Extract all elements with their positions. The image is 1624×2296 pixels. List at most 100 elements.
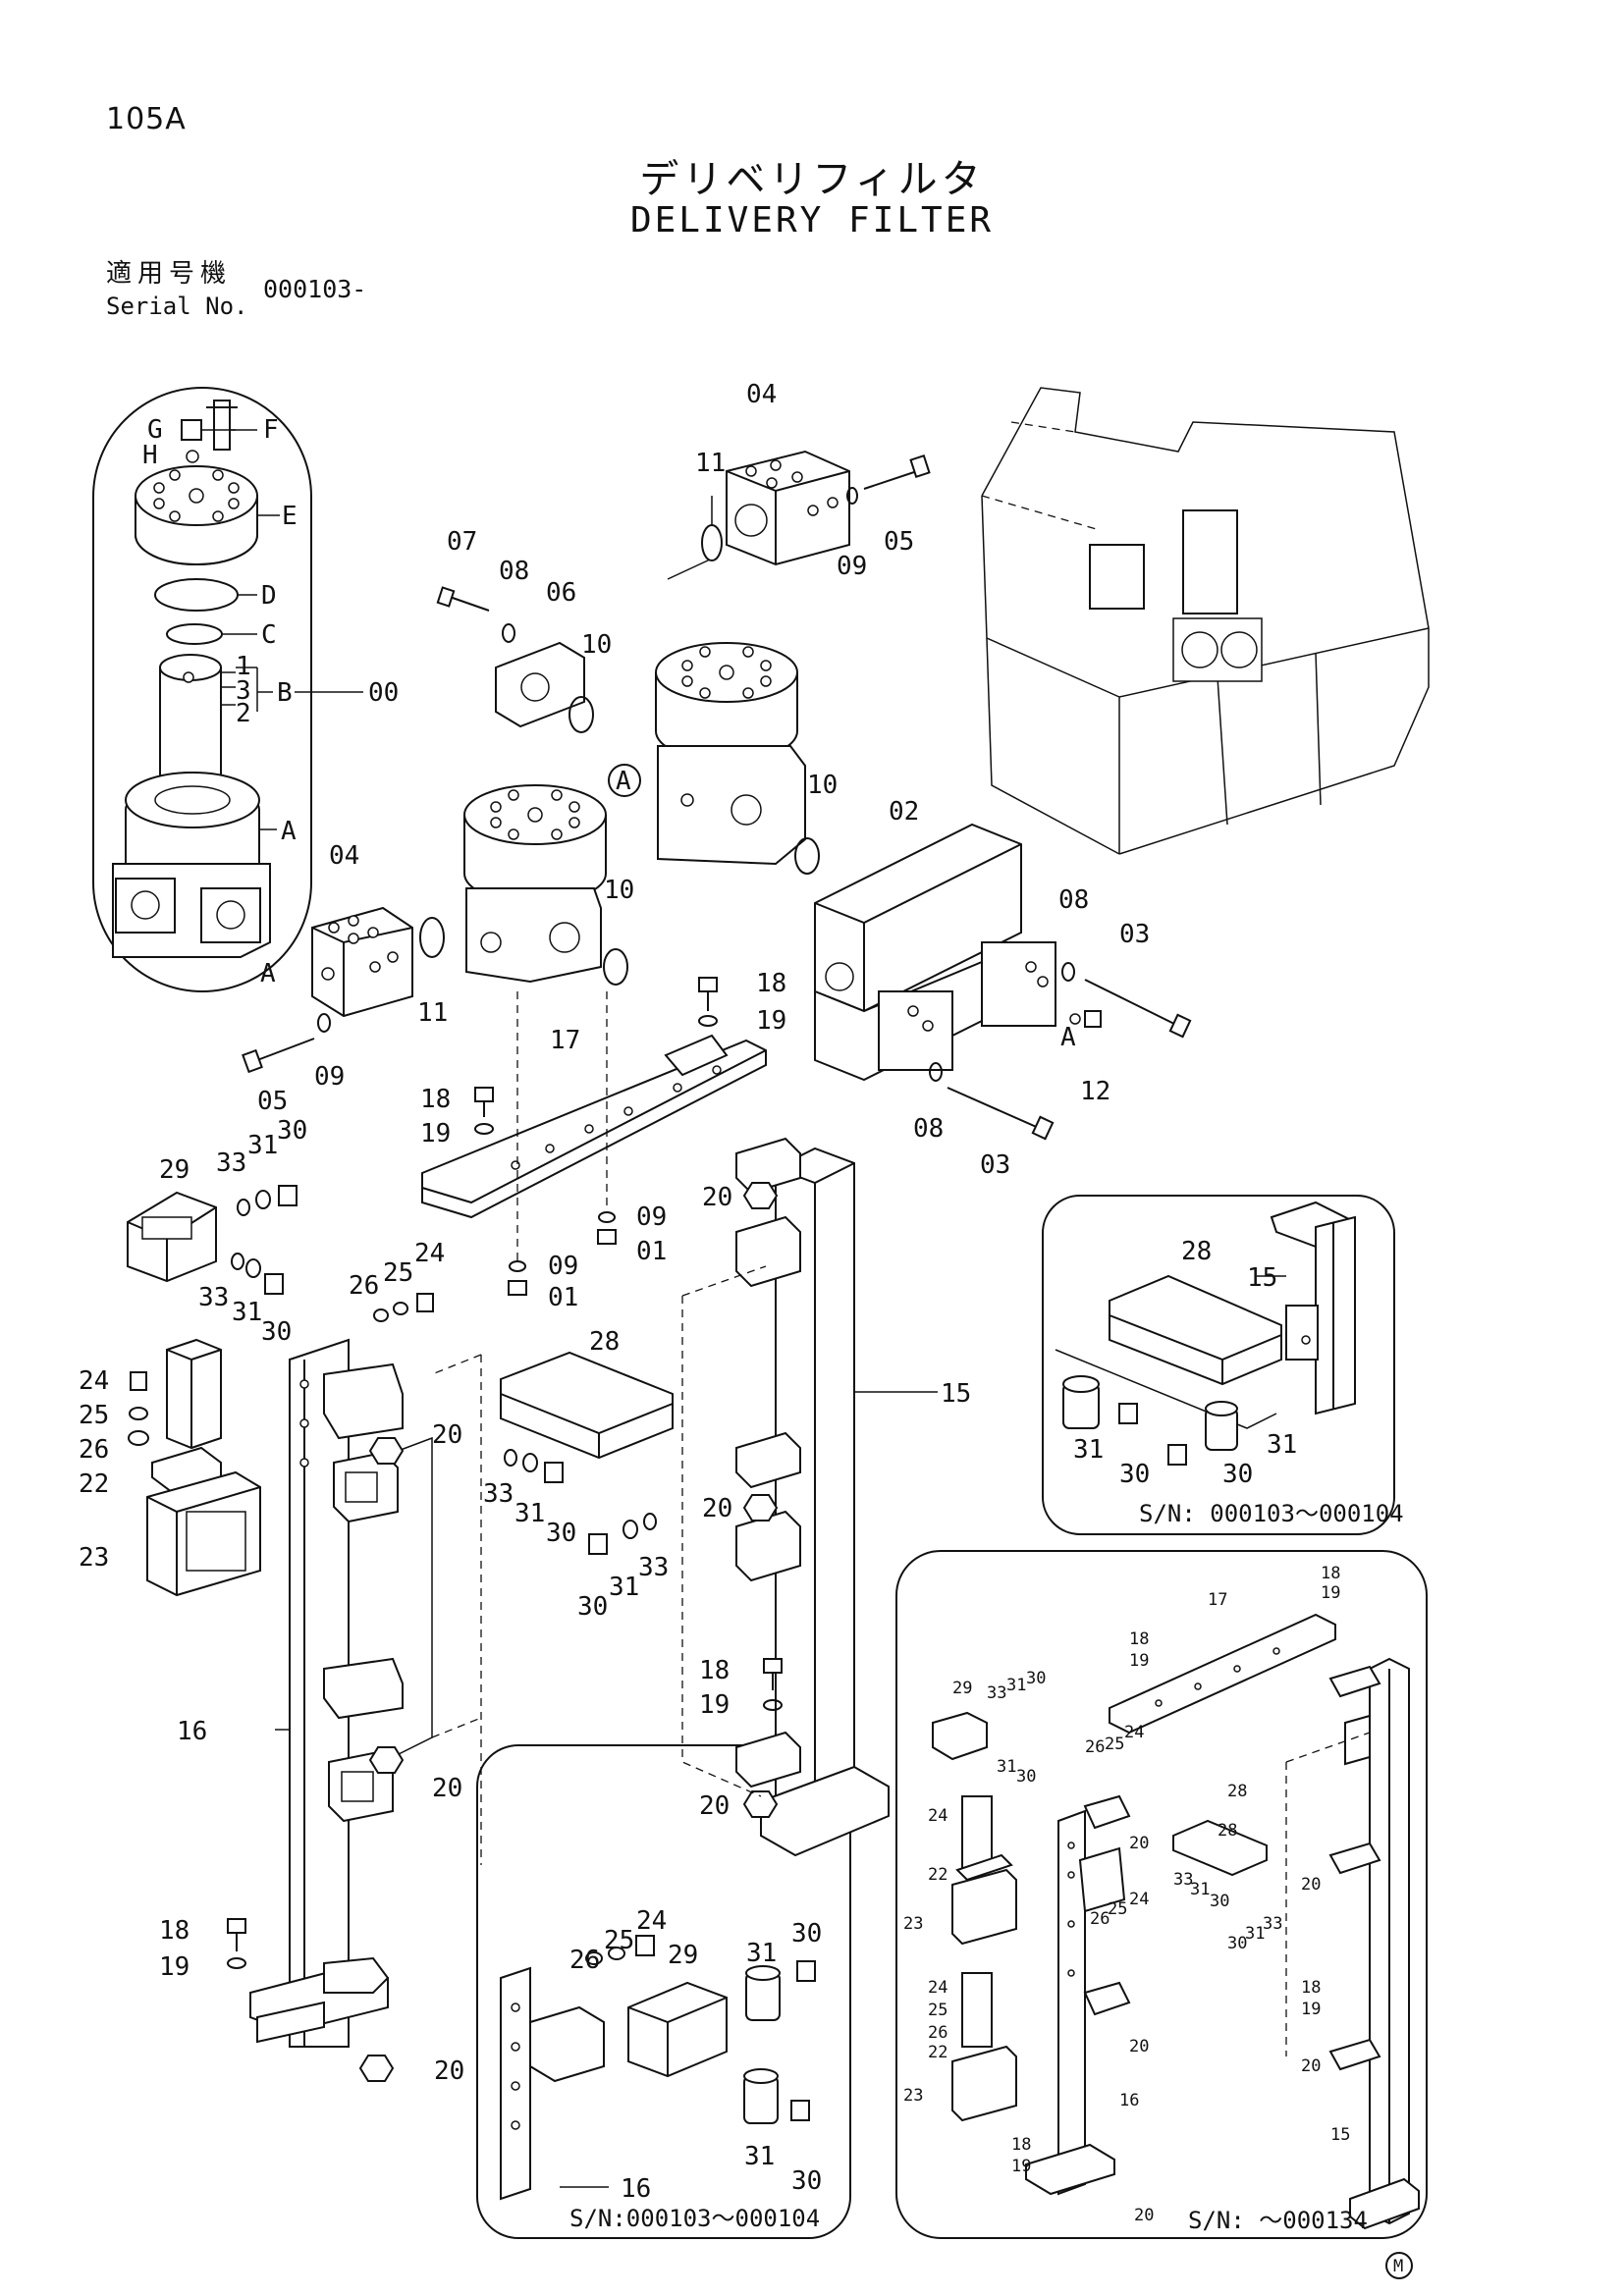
callout-31-lower: 31 [232, 1298, 262, 1327]
callout-10-upper: 10 [581, 630, 612, 660]
callout-inset2-24: 24 [636, 1906, 667, 1936]
callout-20-left-lower: 20 [432, 1774, 462, 1803]
callout-11-left: 11 [417, 998, 448, 1028]
callout-c: C [261, 620, 277, 650]
callout-inset3-24-b: 24 [928, 1806, 947, 1826]
callout-inset2-30-a: 30 [791, 1919, 822, 1949]
callout-inset3-22-a: 22 [928, 1865, 947, 1885]
callout-08-right: 08 [1058, 885, 1089, 915]
callout-inset3-25-a: 25 [1105, 1735, 1124, 1754]
callout-17: 17 [550, 1026, 580, 1055]
callout-20-bottom: 20 [434, 2056, 464, 2086]
callout-09-left: 09 [314, 1062, 345, 1092]
inset-bottom-right-frame [895, 1550, 1428, 2239]
callout-inset3-25-c: 25 [928, 2001, 947, 2020]
callout-g: G [147, 415, 163, 445]
callout-02: 02 [889, 797, 919, 827]
callout-inset3-31-b: 31 [997, 1757, 1016, 1777]
callout-09-bracket-b: 09 [548, 1252, 578, 1281]
callout-31-lower-middle: 31 [609, 1573, 639, 1602]
inset-bottom-right-serial: S/N: ～000134 [1188, 2207, 1368, 2234]
callout-inset3-31-d: 31 [1245, 1924, 1265, 1944]
callout-23: 23 [79, 1543, 109, 1573]
callout-inset-28: 28 [1181, 1237, 1212, 1266]
callout-08-lower: 08 [913, 1114, 944, 1144]
callout-10-right: 10 [807, 771, 838, 800]
title-japanese: デリベリフィルタ [639, 157, 985, 202]
callout-11-top: 11 [695, 449, 726, 478]
callout-inset3-22-b: 22 [928, 2043, 947, 2062]
callout-inset3-24-a: 24 [1124, 1723, 1144, 1742]
callout-04-top: 04 [746, 380, 777, 409]
callout-inset3-28-b: 28 [1218, 1821, 1237, 1841]
callout-inset3-19-c: 19 [1301, 2000, 1321, 2019]
callout-inset3-26-a: 26 [1085, 1737, 1105, 1757]
callout-29: 29 [159, 1155, 189, 1185]
callout-inset3-18-d: 18 [1011, 2135, 1031, 2155]
callout-inset3-20-c: 20 [1129, 2037, 1149, 2056]
callout-25-left: 25 [79, 1401, 109, 1430]
callout-inset-31-b: 31 [1267, 1430, 1297, 1460]
callout-19-left: 19 [420, 1119, 451, 1148]
callout-inset3-18-b: 18 [1129, 1629, 1149, 1649]
callout-inset3-33-b: 33 [1173, 1870, 1193, 1890]
inset-bottom-middle-frame [476, 1744, 851, 2239]
detail-a-frame [92, 387, 312, 992]
callout-inset-15: 15 [1247, 1263, 1277, 1293]
callout-33-upper: 33 [216, 1148, 246, 1178]
main-drawing [127, 450, 1192, 2082]
callout-inset3-16: 16 [1119, 2091, 1139, 2110]
callout-labels-inset-bottom-right: 18 19 17 18 19 29 33 31 30 24 25 28 31 3… [903, 1564, 1368, 2234]
callout-30-lower: 30 [261, 1317, 292, 1347]
inset-bottom-middle-serial: S/N:000103～000104 [569, 2205, 820, 2232]
callout-18-bottom-left: 18 [159, 1916, 189, 1946]
callout-inset2-31-a: 31 [746, 1939, 777, 1968]
callout-inset2-25: 25 [604, 1926, 634, 1955]
callout-20-right-lower: 20 [699, 1791, 730, 1821]
callout-inset3-18-a: 18 [1321, 1564, 1340, 1583]
callout-10-left: 10 [604, 876, 634, 905]
callout-inset3-24-d: 24 [928, 1978, 947, 1998]
callout-inset-30-b: 30 [1222, 1460, 1253, 1489]
serial-label-english: Serial No. [106, 293, 248, 320]
serial-label-japanese: 適用号機 [106, 259, 233, 289]
callout-inset3-24-c: 24 [1129, 1890, 1149, 1909]
callout-24-left: 24 [79, 1366, 109, 1396]
callout-inset3-31-a: 31 [1006, 1676, 1026, 1695]
callout-33-lower: 33 [198, 1283, 229, 1312]
inset-top-right-drawing [1055, 1201, 1356, 1466]
callout-labels-detail-a: G F H E D C 1 3 B 2 00 A A [142, 415, 399, 988]
callout-00: 00 [368, 678, 399, 708]
callout-inset3-15: 15 [1330, 2125, 1350, 2145]
callout-inset-31-a: 31 [1073, 1435, 1104, 1465]
callout-inset3-20-d: 20 [1301, 2056, 1321, 2076]
inset-bottom-middle-drawing [500, 1935, 816, 2201]
callout-inset3-30-a: 30 [1026, 1669, 1046, 1688]
callout-inset3-17: 17 [1208, 1590, 1227, 1610]
callout-05-top: 05 [884, 527, 914, 557]
callout-inset3-28: 28 [1227, 1782, 1247, 1801]
callout-inset2-16: 16 [621, 2174, 651, 2204]
inset-bottom-right-drawing [932, 1613, 1420, 2230]
callout-inset2-29: 29 [668, 1941, 698, 1970]
callout-30-upper: 30 [277, 1116, 307, 1146]
callout-26-left: 26 [79, 1435, 109, 1465]
callout-03-upper: 03 [1119, 920, 1150, 949]
callout-09-bracket-a: 09 [636, 1202, 667, 1232]
callout-04-left: 04 [329, 841, 359, 871]
callout-inset3-30-c: 30 [1210, 1892, 1229, 1911]
serial-value: 000103- [263, 275, 367, 303]
callout-18-upper: 18 [756, 969, 786, 998]
callout-2: 2 [236, 699, 251, 728]
page-code: 105A [106, 102, 187, 136]
callout-inset3-30-d: 30 [1227, 1934, 1247, 1953]
callout-07: 07 [447, 527, 477, 557]
callout-31-middle: 31 [514, 1499, 545, 1528]
callout-inset3-23-a: 23 [903, 1914, 923, 1934]
callout-28: 28 [589, 1327, 620, 1357]
title-english: DELIVERY FILTER [629, 200, 995, 240]
callout-e: E [282, 502, 298, 531]
inset-top-right-serial: S/N: 000103～000104 [1139, 1500, 1404, 1527]
callout-inset3-19-b: 19 [1129, 1651, 1149, 1671]
callout-24: 24 [414, 1239, 445, 1268]
